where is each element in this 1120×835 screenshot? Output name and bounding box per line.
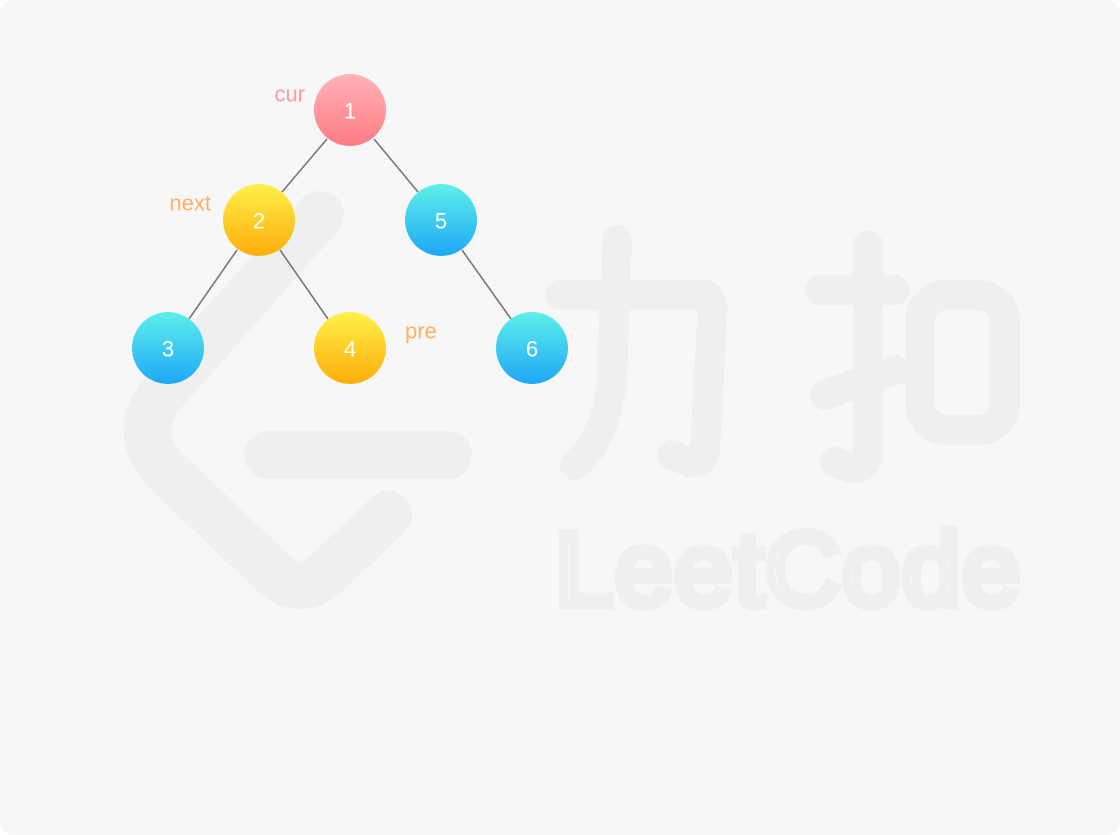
tree-node-1: 1 bbox=[314, 74, 386, 146]
node-value: 4 bbox=[344, 337, 356, 362]
edge-1-5 bbox=[373, 138, 419, 193]
tree-node-4: 4 bbox=[314, 312, 386, 384]
node-value: 5 bbox=[435, 209, 447, 234]
node-circle bbox=[405, 184, 477, 256]
node-circle bbox=[314, 312, 386, 384]
edge-2-4 bbox=[279, 249, 329, 320]
tree-edges bbox=[188, 138, 512, 320]
node-circle bbox=[223, 184, 295, 256]
node-value: 2 bbox=[253, 209, 265, 234]
node-value: 1 bbox=[344, 99, 356, 124]
node-circle bbox=[496, 312, 568, 384]
edge-2-3 bbox=[188, 249, 238, 320]
tree-node-5: 5 bbox=[405, 184, 477, 256]
watermark-leetcode-text: LeetCode bbox=[555, 512, 1022, 628]
pointer-label-cur: cur bbox=[274, 82, 305, 107]
node-value: 6 bbox=[526, 337, 538, 362]
pointer-label-next: next bbox=[169, 191, 211, 216]
leetcode-logo-icon bbox=[123, 191, 472, 609]
tree-node-2: 2 bbox=[223, 184, 295, 256]
tree-node-3: 3 bbox=[132, 312, 204, 384]
pointer-label-pre: pre bbox=[405, 319, 437, 344]
node-circle bbox=[314, 74, 386, 146]
watermark-cn-text bbox=[545, 225, 1020, 484]
watermark-en-text: LeetCode bbox=[551, 508, 1025, 633]
tree-node-6: 6 bbox=[496, 312, 568, 384]
node-circle bbox=[132, 312, 204, 384]
edge-1-2 bbox=[281, 138, 328, 193]
node-value: 3 bbox=[162, 337, 174, 362]
watermark: LeetCode bbox=[123, 191, 1025, 633]
edge-5-6 bbox=[461, 249, 512, 320]
